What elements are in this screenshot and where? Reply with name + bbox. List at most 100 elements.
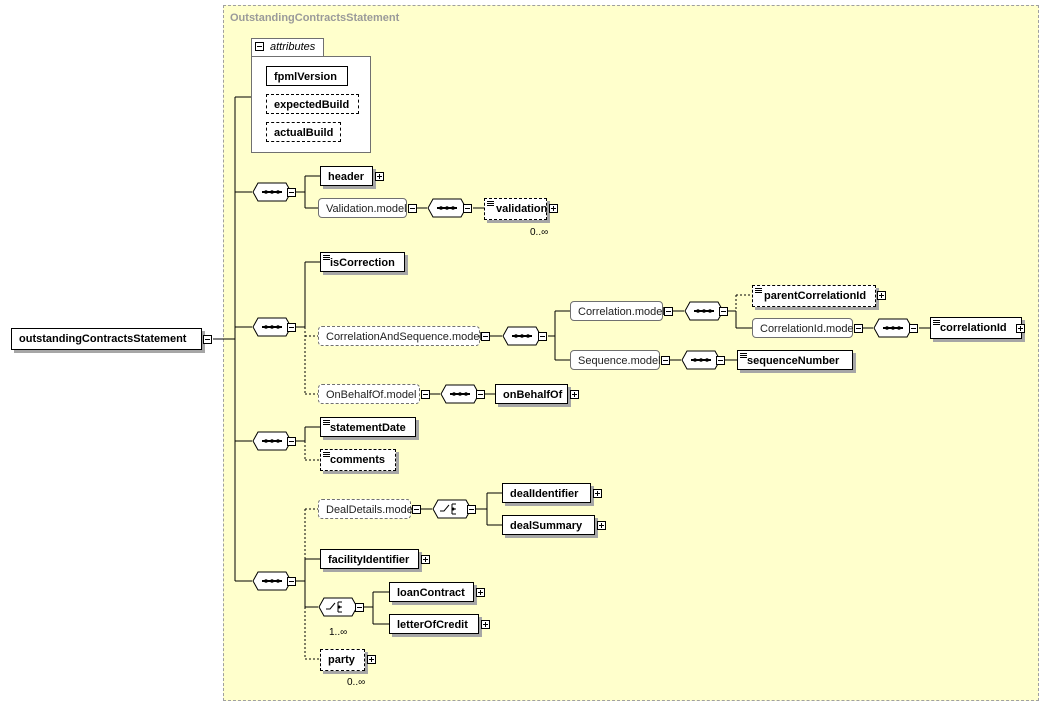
sequence-compositor-icon[interactable] xyxy=(681,350,721,370)
element-validation[interactable]: validation xyxy=(484,198,547,220)
collapse-icon[interactable] xyxy=(476,390,485,399)
collapse-icon[interactable] xyxy=(255,42,264,51)
collapse-icon[interactable] xyxy=(909,324,918,333)
attribute-label: fpmlVersion xyxy=(274,71,337,83)
collapse-icon[interactable] xyxy=(463,204,472,213)
collapse-icon[interactable] xyxy=(716,356,725,365)
attribute-fpml-version[interactable]: fpmlVersion xyxy=(266,66,348,86)
expand-icon[interactable] xyxy=(597,521,606,530)
element-label: statementDate xyxy=(330,422,406,434)
collapse-icon[interactable] xyxy=(287,323,296,332)
attribute-actual-build[interactable]: actualBuild xyxy=(266,122,341,142)
expand-icon[interactable] xyxy=(421,555,430,564)
choice-compositor-icon[interactable] xyxy=(318,597,358,617)
group-label: Validation.model xyxy=(326,203,407,215)
text-type-icon xyxy=(487,201,494,207)
element-is-correction[interactable]: isCorrection xyxy=(320,252,405,272)
element-on-behalf-of[interactable]: onBehalfOf xyxy=(495,384,568,404)
group-deal-details-model[interactable]: DealDetails.model xyxy=(318,499,415,519)
group-correlation-model[interactable]: Correlation.model xyxy=(570,301,665,321)
element-deal-identifier[interactable]: dealIdentifier xyxy=(502,483,591,503)
element-label: isCorrection xyxy=(330,257,395,269)
collapse-icon[interactable] xyxy=(664,307,673,316)
collapse-icon[interactable] xyxy=(854,324,863,333)
root-element-label: outstandingContractsStatement xyxy=(19,333,187,345)
collapse-icon[interactable] xyxy=(203,335,212,344)
collapse-icon[interactable] xyxy=(287,577,296,586)
sequence-compositor-icon[interactable] xyxy=(684,301,724,321)
text-type-icon xyxy=(323,420,330,426)
group-label: OnBehalfOf.model xyxy=(326,389,417,401)
sequence-compositor-icon[interactable] xyxy=(252,431,292,451)
element-label: comments xyxy=(330,454,386,466)
expand-icon[interactable] xyxy=(570,390,579,399)
element-sequence-number[interactable]: sequenceNumber xyxy=(737,350,853,370)
element-loan-contract[interactable]: loanContract xyxy=(389,582,474,602)
group-on-behalf-of-model[interactable]: OnBehalfOf.model xyxy=(318,384,420,404)
cardinality-label: 0..∞ xyxy=(347,677,366,688)
collapse-icon[interactable] xyxy=(287,437,296,446)
sequence-compositor-icon[interactable] xyxy=(252,571,292,591)
collapse-icon[interactable] xyxy=(538,332,547,341)
sequence-compositor-icon[interactable] xyxy=(502,326,542,346)
element-statement-date[interactable]: statementDate xyxy=(320,417,416,437)
collapse-icon[interactable] xyxy=(719,307,728,316)
element-label: dealIdentifier xyxy=(510,488,579,500)
element-header[interactable]: header xyxy=(320,166,373,186)
collapse-icon[interactable] xyxy=(287,188,296,197)
element-party[interactable]: party xyxy=(320,649,365,671)
element-parent-correlation-id[interactable]: parentCorrelationId xyxy=(752,285,876,307)
attribute-expected-build[interactable]: expectedBuild xyxy=(266,94,359,114)
collapse-icon[interactable] xyxy=(467,505,476,514)
collapse-icon[interactable] xyxy=(661,356,670,365)
text-type-icon xyxy=(323,255,330,261)
element-label: letterOfCredit xyxy=(397,619,468,631)
element-label: parentCorrelationId xyxy=(764,290,867,302)
text-type-icon xyxy=(933,320,940,326)
sequence-compositor-icon[interactable] xyxy=(440,384,480,404)
attributes-tab[interactable]: attributes xyxy=(251,38,324,57)
element-label: facilityIdentifier xyxy=(328,554,410,566)
collapse-icon[interactable] xyxy=(408,204,417,213)
expand-icon[interactable] xyxy=(549,204,558,213)
element-deal-summary[interactable]: dealSummary xyxy=(502,515,595,535)
collapse-icon[interactable] xyxy=(481,332,490,341)
collapse-icon[interactable] xyxy=(421,390,430,399)
text-type-icon xyxy=(740,353,747,359)
choice-compositor-icon[interactable] xyxy=(432,499,472,519)
element-label: correlationId xyxy=(940,322,1007,334)
group-validation-model[interactable]: Validation.model xyxy=(318,198,407,218)
cardinality-label: 0..∞ xyxy=(530,227,549,238)
element-label: validation xyxy=(496,203,548,215)
element-comments[interactable]: comments xyxy=(320,449,396,471)
cardinality-label: 1..∞ xyxy=(329,627,348,638)
element-facility-identifier[interactable]: facilityIdentifier xyxy=(320,549,419,569)
sequence-compositor-icon[interactable] xyxy=(252,317,292,337)
group-label: DealDetails.model xyxy=(326,504,416,516)
expand-icon[interactable] xyxy=(877,291,886,300)
collapse-icon[interactable] xyxy=(412,505,421,514)
expand-icon[interactable] xyxy=(476,588,485,597)
collapse-icon[interactable] xyxy=(355,603,364,612)
group-correlation-and-sequence-model[interactable]: CorrelationAndSequence.model xyxy=(318,326,482,346)
sequence-compositor-icon[interactable] xyxy=(252,182,292,202)
group-sequence-model[interactable]: Sequence.model xyxy=(570,350,661,370)
expand-icon[interactable] xyxy=(481,620,490,629)
element-label: sequenceNumber xyxy=(747,355,840,367)
root-element[interactable]: outstandingContractsStatement xyxy=(11,328,202,350)
element-letter-of-credit[interactable]: letterOfCredit xyxy=(389,614,479,634)
sequence-compositor-icon[interactable] xyxy=(873,318,913,338)
group-label: CorrelationAndSequence.model xyxy=(326,331,482,343)
element-label: party xyxy=(328,654,355,666)
element-label: onBehalfOf xyxy=(503,389,563,401)
group-label: Sequence.model xyxy=(578,355,661,367)
element-correlation-id[interactable]: correlationId xyxy=(930,317,1022,339)
attribute-label: expectedBuild xyxy=(274,99,350,111)
expand-icon[interactable] xyxy=(1016,324,1025,333)
expand-icon[interactable] xyxy=(593,489,602,498)
sequence-compositor-icon[interactable] xyxy=(427,198,467,218)
expand-icon[interactable] xyxy=(367,655,376,664)
expand-icon[interactable] xyxy=(375,172,384,181)
group-correlation-id-model[interactable]: CorrelationId.model xyxy=(752,318,856,338)
